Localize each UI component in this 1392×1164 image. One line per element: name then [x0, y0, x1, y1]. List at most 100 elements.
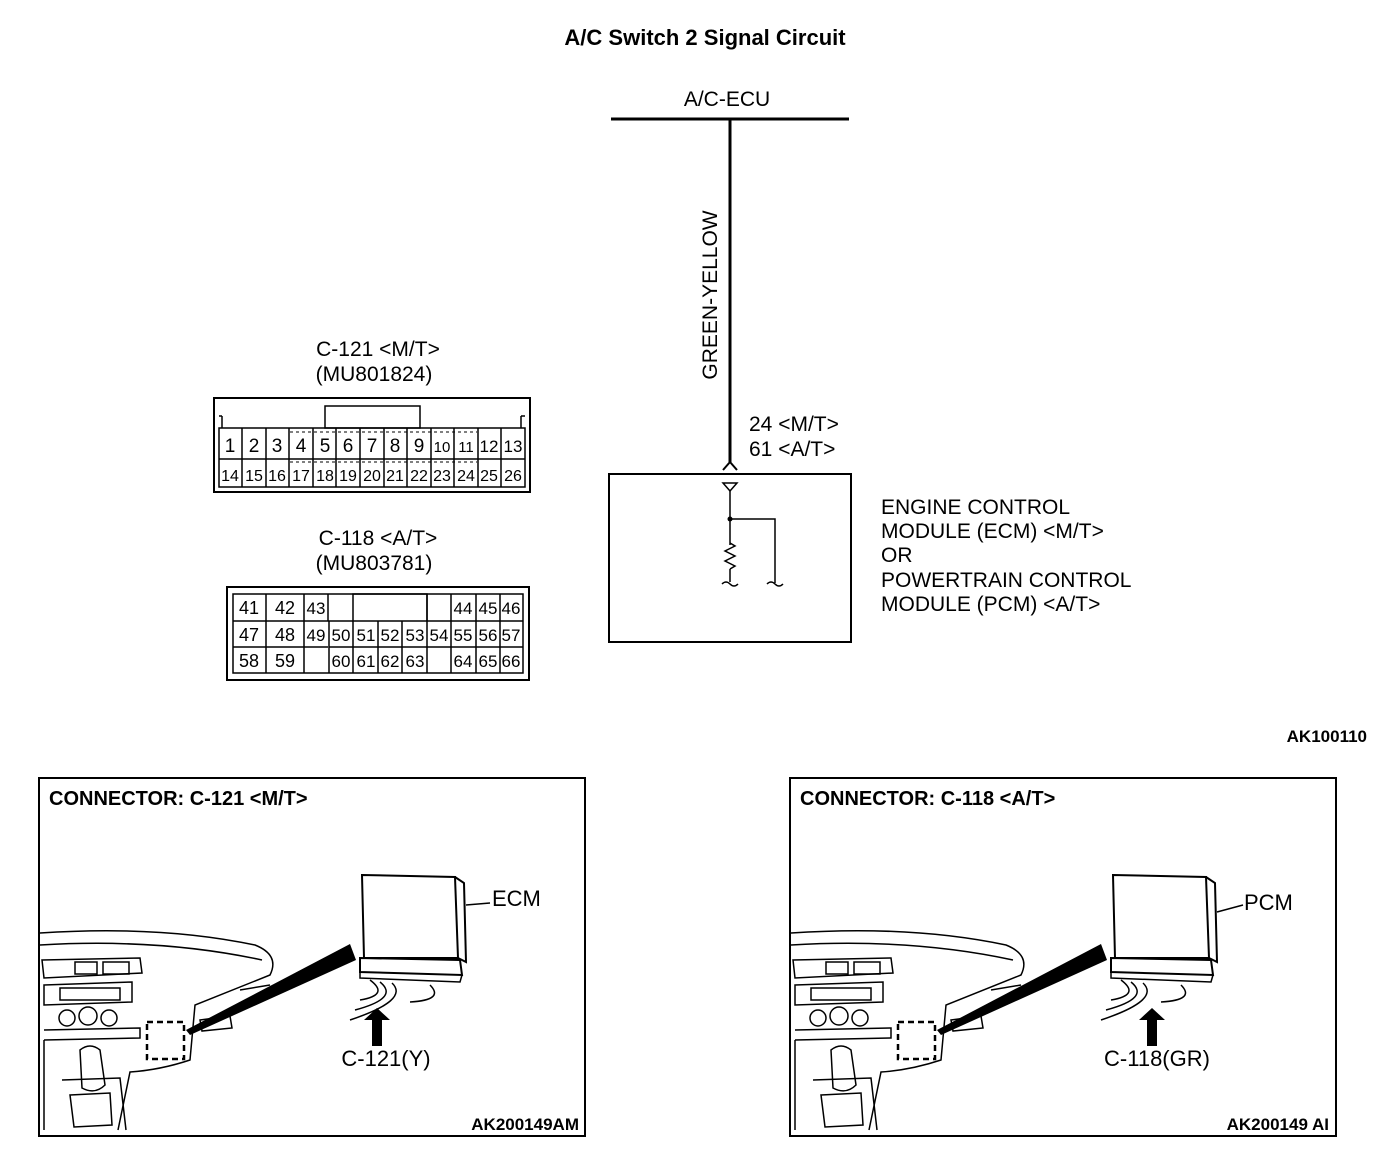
c121-pin: 1	[225, 436, 236, 457]
pcm-label: PCM	[1244, 890, 1293, 915]
figure-code-top: AK100110	[1287, 727, 1367, 746]
c121-pin: 17	[292, 468, 310, 485]
wire-color-label: GREEN-YELLOW	[699, 210, 722, 379]
c118-name: C-118 <A/T>	[319, 527, 438, 550]
c121-pin-row-2: 14 15 16 17 18 19 20 21 22 23 24 25 26	[221, 468, 522, 485]
c118-pin: 65	[479, 652, 498, 671]
connector-label: C-121(Y)	[341, 1046, 430, 1071]
c121-pin: 12	[480, 437, 499, 456]
c121-pin: 13	[504, 437, 523, 456]
c121-pin: 23	[433, 468, 451, 485]
c121-pin: 11	[458, 439, 474, 456]
c118-pin: 51	[357, 626, 376, 645]
continuation-mark-right	[766, 581, 784, 587]
module-branch-wire	[730, 518, 776, 583]
c118-pin: 41	[239, 598, 259, 618]
c118-pin-row-2: 47 48 49 50 51 52 53 54 55 56 57	[239, 625, 520, 645]
c118-pin: 57	[502, 626, 521, 645]
pcm-leader-line	[1216, 904, 1244, 913]
c121-pin: 5	[320, 436, 331, 457]
c118-pin: 55	[454, 626, 473, 645]
module-line-4: POWERTRAIN CONTROL	[881, 569, 1131, 592]
panel-c118-location: CONNECTOR: C-118 <A/T>	[789, 777, 1337, 1137]
module-line-2: MODULE (ECM) <M/T>	[881, 520, 1104, 543]
terminal-at-label: 61 <A/T>	[749, 438, 835, 461]
panel-code: AK200149AM	[471, 1115, 579, 1134]
terminal-mt-label: 24 <M/T>	[749, 413, 839, 436]
c118-pin: 45	[479, 599, 498, 618]
ecm-module-icon	[349, 873, 491, 1021]
c118-pin: 58	[239, 651, 259, 671]
resistor-icon	[723, 542, 737, 570]
c118-pin: 66	[502, 652, 521, 671]
pcm-module-icon	[1100, 873, 1244, 1021]
panel-heading: CONNECTOR: C-121 <M/T>	[49, 788, 308, 810]
c121-pin: 7	[367, 436, 378, 457]
c118-pin: 42	[275, 598, 295, 618]
c121-location-dashed-box	[145, 1020, 186, 1061]
module-box	[608, 473, 852, 643]
input-triangle	[721, 482, 739, 493]
c121-pin: 10	[434, 439, 451, 456]
diagram-title: A/C Switch 2 Signal Circuit	[564, 25, 846, 50]
c121-pin: 26	[504, 468, 522, 485]
c118-pin: 60	[332, 652, 351, 671]
ecm-label: ECM	[492, 886, 541, 911]
c118-pin: 49	[307, 626, 326, 645]
c118-location-dashed-box	[896, 1020, 937, 1061]
module-line-1: ENGINE CONTROL	[881, 496, 1070, 519]
c118-pin: 53	[406, 626, 425, 645]
c121-pin: 25	[480, 468, 498, 485]
c121-pin: 22	[410, 468, 428, 485]
panel-code: AK200149 AI	[1227, 1115, 1329, 1134]
c118-pin-row-1: 41 42 43 44 45 46	[239, 598, 520, 618]
c118-pin: 62	[381, 652, 400, 671]
c121-pin: 21	[386, 468, 404, 485]
c121-pin: 4	[296, 436, 307, 457]
c118-pin: 47	[239, 625, 259, 645]
c121-pin: 14	[221, 468, 239, 485]
c118-pin: 63	[406, 652, 425, 671]
c118-pin: 52	[381, 626, 400, 645]
c121-pin: 19	[339, 468, 357, 485]
c121-pin: 20	[363, 468, 381, 485]
panel-c121-location: CONNECTOR: C-121 <M/T>	[38, 777, 586, 1137]
c118-pin: 64	[454, 652, 473, 671]
c121-pin: 2	[249, 436, 260, 457]
dashboard-illustration	[790, 929, 1107, 1131]
up-arrow-icon	[1139, 1008, 1165, 1046]
c121-pin: 18	[316, 468, 334, 485]
c118-pin: 43	[307, 599, 326, 618]
module-line-5: MODULE (PCM) <A/T>	[881, 593, 1100, 616]
c118-pin: 56	[479, 626, 498, 645]
c121-connector-face	[213, 397, 531, 493]
connector-label: C-118(GR)	[1104, 1046, 1210, 1071]
c118-pin: 46	[502, 599, 521, 618]
c118-pin: 48	[275, 625, 295, 645]
c118-pin: 59	[275, 651, 295, 671]
c121-pin: 24	[457, 468, 475, 485]
c121-pin: 15	[245, 468, 263, 485]
ecm-leader-line	[465, 902, 491, 906]
c118-pin: 50	[332, 626, 351, 645]
up-arrow-icon	[364, 1008, 390, 1046]
c121-name: C-121 <M/T>	[316, 338, 440, 361]
c118-part-number: (MU803781)	[316, 552, 433, 575]
c118-pin: 54	[430, 626, 449, 645]
c121-pin: 3	[272, 436, 283, 457]
c121-pin-row-1: 1 2 3 4 5 6 7 8 9 10 11 12 13	[225, 436, 523, 457]
c118-pin-row-3: 58 59 60 61 62 63 64 65 66	[239, 651, 520, 671]
c118-pin: 61	[357, 652, 376, 671]
c121-pin: 8	[390, 436, 401, 457]
module-line-3: OR	[881, 544, 913, 567]
c121-pin: 16	[268, 468, 286, 485]
continuation-mark-left	[721, 581, 739, 587]
c118-connector-face	[226, 586, 530, 681]
panel-frame	[38, 777, 586, 1137]
c121-part-number: (MU801824)	[316, 363, 433, 386]
panel-frame	[789, 777, 1337, 1137]
c121-pin: 6	[343, 436, 354, 457]
dashboard-illustration	[39, 929, 356, 1131]
ecu-label: A/C-ECU	[684, 88, 770, 111]
